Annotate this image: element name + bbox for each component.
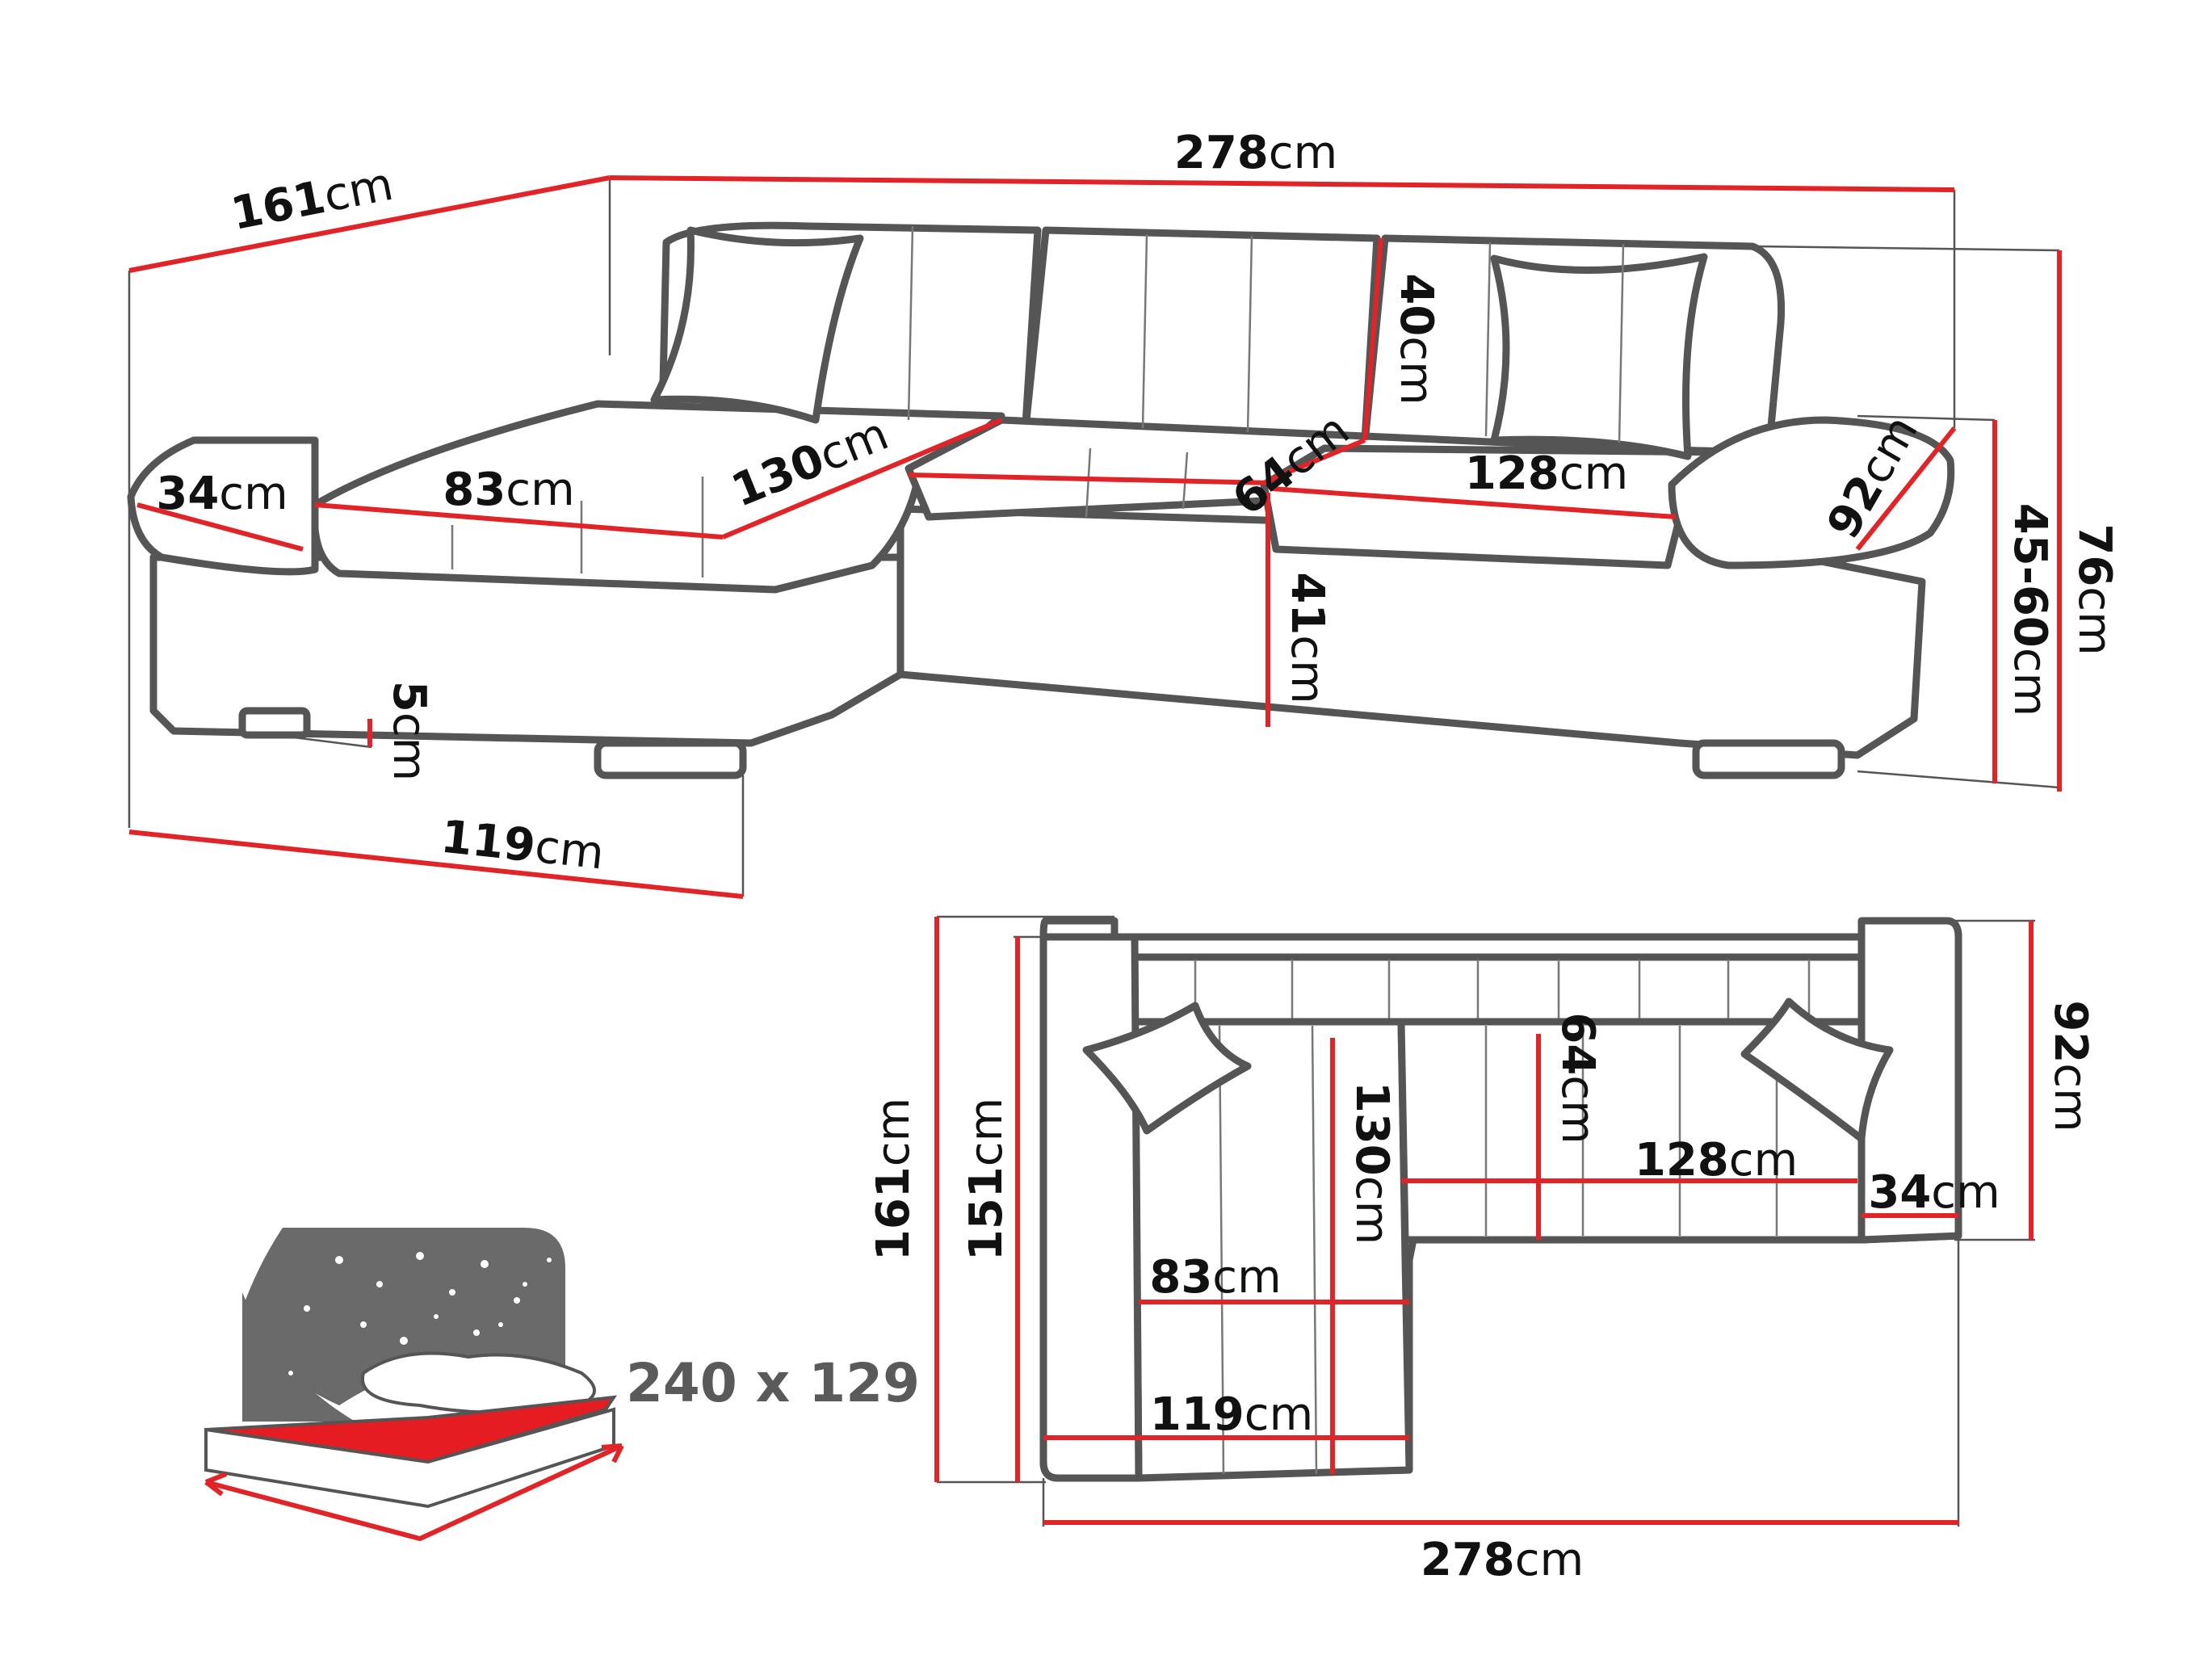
dim-34-left [136,502,304,552]
top-labels: 161cm 151cm 278cm 92cm 130cm 64cm 128cm … [867,1000,2097,1586]
label-41: 41cm [1281,572,1333,704]
label-278-top: 278cm [1174,127,1337,179]
stars [288,1252,552,1376]
label-161-top: 161cm [867,1098,920,1261]
label-64-top: 64cm [1551,1012,1604,1144]
perspective-dimension-lines [128,175,2062,899]
perspective-extension-lines [128,178,2060,897]
dim-40 [1362,237,1383,441]
dim-119 [128,830,744,899]
label-40: 40cm [1390,273,1442,405]
label-83-top: 83cm [1149,1251,1281,1304]
bed-function-icon: 240 x 129 [204,1228,920,1542]
top-pillow-left [1082,1002,1252,1135]
bed-pillows [360,1351,596,1414]
dim-128 [1271,486,1677,519]
perspective-sofa [127,221,1955,779]
bed-headboard-edge [242,1292,355,1422]
top-back-strip [1102,953,1899,1026]
bed-size-label: 240 x 129 [626,1352,920,1414]
top-left-side [1039,933,1143,1482]
dim-130 [721,418,1003,540]
leg-left [238,707,311,739]
dim-tiny-bottom [908,472,1273,485]
dim-83 [314,502,724,540]
pillow-left [650,226,864,424]
label-161: 161cm [227,158,397,241]
label-151: 151cm [960,1098,1013,1261]
top-seat-dividers [1218,1025,1778,1475]
leg-middle [594,739,747,779]
label-130-top: 130cm [1345,1082,1398,1245]
dim-92 [1855,426,1957,551]
label-34-left: 34cm [156,468,288,520]
top-extension-lines [937,915,2035,1527]
label-119-top: 119cm [1150,1388,1313,1441]
label-119: 119cm [439,811,607,880]
label-128-top: 128cm [1635,1134,1798,1186]
top-dimension-lines [934,917,2034,1525]
label-83: 83cm [443,464,574,516]
top-right-arm [1857,917,1962,1244]
dim-278-top [609,175,1955,192]
dim-161 [128,175,611,273]
bed-headboard [242,1228,565,1405]
label-128-persp: 128cm [1465,447,1628,500]
tufting [451,225,1625,578]
label-5: 5cm [383,681,435,781]
label-45-60: 45-60cm [2004,503,2056,716]
right-armrest [1668,416,1955,569]
bed-dim-arrow [204,1443,624,1542]
leg-right [1692,739,1845,779]
top-pillow-right [1740,998,1894,1143]
label-92-top: 92cm [2044,1000,2097,1132]
dim-64 [1266,438,1366,483]
label-34-top: 34cm [1868,1166,2000,1219]
top-view-sofa [1039,917,1962,1482]
label-278-bottom: 278cm [1421,1534,1584,1586]
label-76: 76cm [2068,523,2121,655]
chaise-seat [310,400,1005,594]
perspective-labels: 278cm 161cm 119cm 34cm 83cm 130cm 64cm 1… [156,127,2121,880]
pillow-right [1490,253,1708,460]
top-back-dividers [1194,960,1811,1019]
